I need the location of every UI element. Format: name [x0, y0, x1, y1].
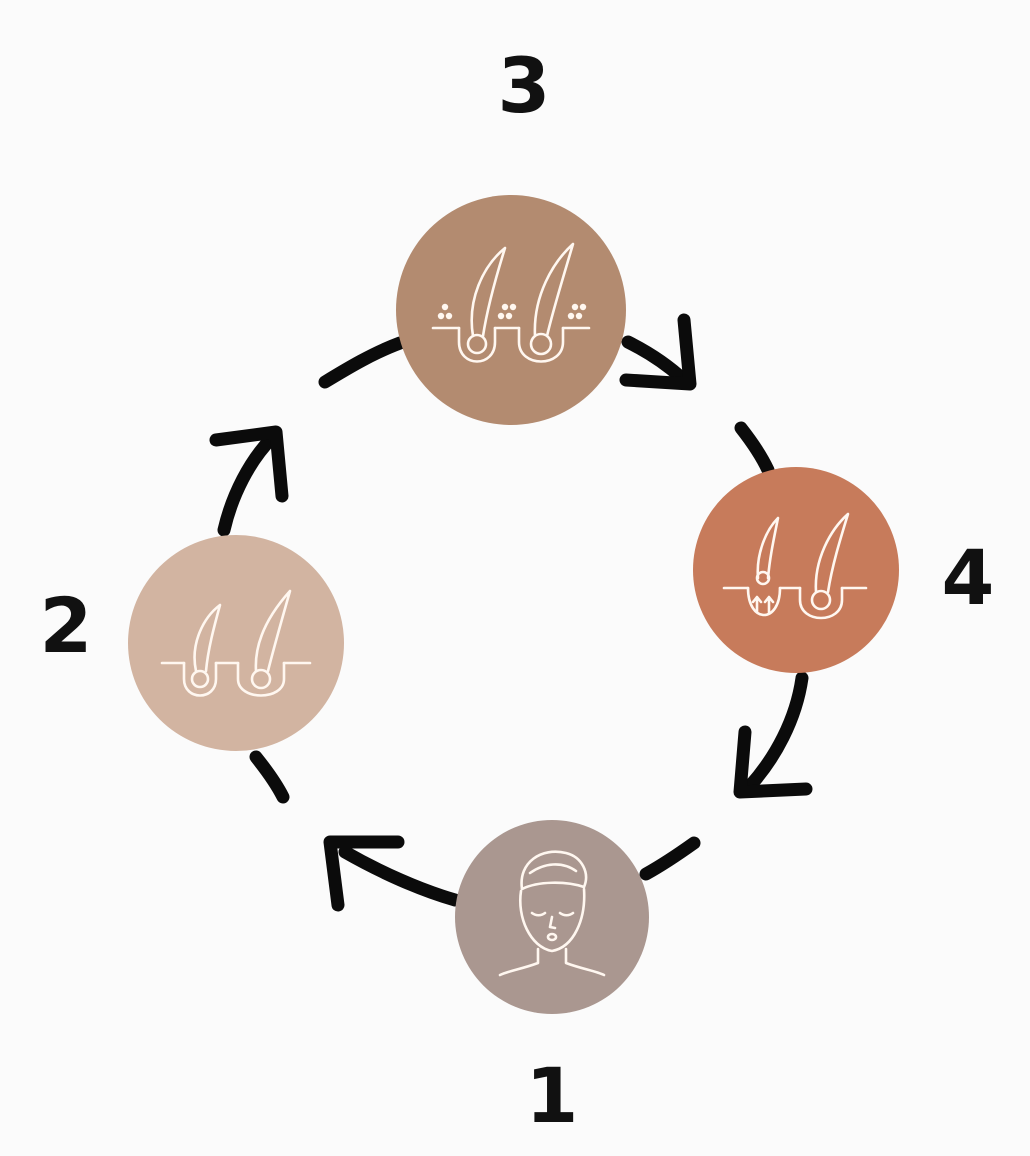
step-4-circle	[693, 467, 899, 673]
arc-4-upper	[734, 421, 775, 477]
arc-2-lower	[249, 750, 290, 804]
step-3-number: 3	[498, 41, 551, 130]
arrowhead-4-to-1	[733, 725, 813, 799]
arc-3-left	[318, 336, 407, 389]
hair-follicles-growth-icon	[722, 512, 868, 620]
step-2-number: 2	[40, 581, 93, 670]
arc-2-to-3	[217, 431, 279, 537]
step-3-circle	[396, 195, 626, 425]
arrowhead-2-to-3	[209, 425, 289, 503]
arrowhead-1-to-2	[323, 835, 405, 912]
step-circles	[128, 195, 899, 1014]
step-1-number: 1	[526, 1051, 579, 1140]
hair-follicles-granules-icon	[431, 242, 591, 363]
step-4-number: 4	[942, 533, 995, 622]
face-towel-icon	[498, 850, 606, 977]
arrowhead-3-to-4	[619, 313, 697, 391]
granules	[437, 303, 587, 320]
connectors	[209, 313, 813, 912]
step-2-circle	[128, 535, 344, 751]
arc-4-to-1	[743, 671, 809, 793]
arc-1-to-2	[338, 845, 462, 907]
arc-3-to-4	[621, 335, 692, 388]
arc-1-right	[639, 836, 701, 881]
step-numbers: 1 2 3 4	[40, 41, 995, 1140]
hair-follicles-icon	[160, 589, 312, 697]
